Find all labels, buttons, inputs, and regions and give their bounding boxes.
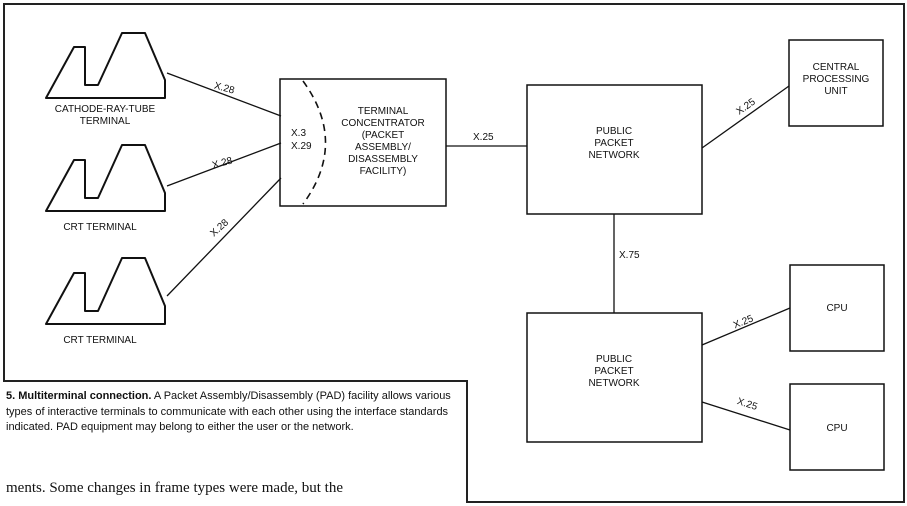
crt-terminal-icon — [45, 32, 166, 99]
link-label-network-to-cpu: X.25 — [735, 96, 759, 117]
cpu-box — [789, 264, 885, 352]
pad-interface-arc — [302, 80, 327, 205]
crt-terminal-2: CRT TERMINAL — [45, 144, 166, 233]
cpu-a: CPU — [789, 264, 885, 352]
terminal-label: CRT TERMINAL — [63, 335, 137, 346]
link-label-terminal-1: X.28 — [213, 81, 236, 97]
link-label-network-to-network: X.75 — [619, 250, 640, 261]
crt-terminal-icon — [45, 257, 166, 325]
network-box — [526, 312, 703, 443]
body-text: ments. Some changes in frame types were … — [6, 480, 343, 496]
cpu-box — [789, 383, 885, 471]
cpu-label: CPU — [826, 303, 847, 314]
caption-text: A Packet Assembly/Disassembly (PAD) faci… — [6, 390, 451, 433]
link-label-pad-to-network: X.25 — [473, 132, 494, 143]
link-network-to-cpu-b — [701, 401, 791, 431]
cpu-label: CPU — [826, 423, 847, 434]
link-label-terminal-3: X.28 — [208, 217, 231, 239]
link-label-network-to-cpu-a: X.25 — [732, 313, 756, 331]
link-terminal-1 — [166, 72, 282, 117]
caption-lead: 5. Multiterminal connection. — [6, 390, 152, 402]
figure-border — [3, 3, 905, 503]
link-label-network-to-cpu-b: X.25 — [736, 396, 759, 413]
link-network-to-cpu-a — [701, 307, 791, 346]
crt-terminal-icon — [45, 144, 166, 212]
link-label-terminal-2: X.28 — [211, 155, 234, 171]
figure-caption: 5. Multiterminal connection. A Packet As… — [6, 389, 458, 436]
crt-terminal-3: CRT TERMINAL — [45, 257, 166, 346]
concentrator-box — [279, 78, 447, 207]
terminal-label: CRT TERMINAL — [63, 222, 137, 233]
link-terminal-2 — [166, 142, 282, 187]
link-network-to-cpu — [701, 85, 790, 149]
cpu-box — [788, 39, 884, 127]
cpu-b: CPU — [789, 383, 885, 471]
link-terminal-3 — [166, 177, 282, 297]
